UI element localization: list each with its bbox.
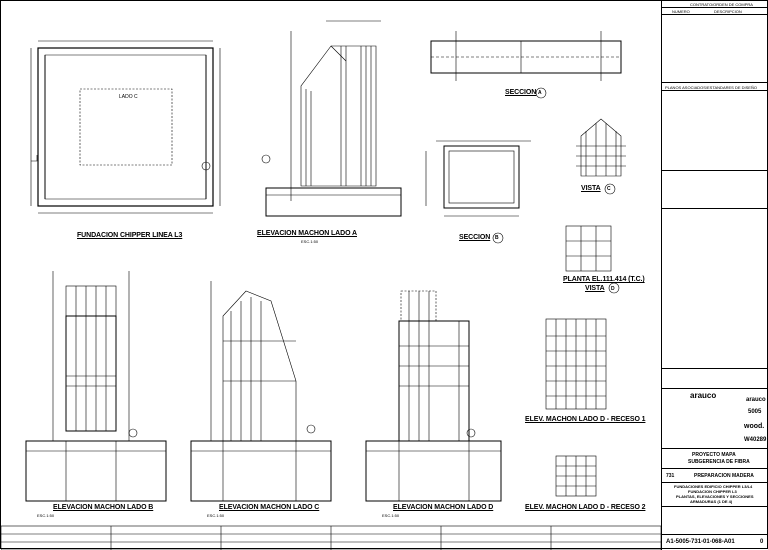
elev-c-scale: ESC.1:50 [207, 513, 225, 518]
elev-a-title: ELEVACION MACHON LADO A [257, 230, 357, 237]
elev-c [190, 281, 332, 502]
elev-d-title: ELEVACION MACHON LADO D [393, 504, 494, 511]
vista-c-drawing [576, 118, 626, 177]
blank-area [662, 209, 768, 369]
title-line-1: FUNDACIONES EDIFICIO CHIPPER L3/L4 [674, 484, 753, 489]
receso-2-drawing [555, 455, 597, 497]
elev-a-scale: ESC.1:50 [301, 239, 319, 244]
signature-table [662, 507, 768, 535]
fundacion-title: FUNDACION CHIPPER LINEA L3 [77, 232, 183, 239]
receso-1-drawing [545, 318, 607, 410]
title-block: CONTRATO/ORDEN DE COMPRA NUMERO DESCRIPC… [661, 1, 768, 550]
title-line-2: FUNDACION CHIPPER L3 [688, 489, 737, 494]
contract-header-row: CONTRATO/ORDEN DE COMPRA [662, 1, 768, 8]
elev-b [25, 271, 167, 502]
planos-header-row: PLANOS ASOCIADOS/ESTANDARES DE DISEÑO [662, 83, 768, 91]
revision-number: 0 [760, 539, 764, 545]
receso-2-title: ELEV. MACHON LADO D - RECESO 2 [525, 504, 646, 511]
doc-number: W40289 [744, 437, 767, 443]
drawing-title-box: FUNDACIONES EDIFICIO CHIPPER L3/L4 FUNDA… [662, 483, 768, 507]
area-name: PREPARACION MADERA [694, 473, 754, 479]
drawing-canvas [1, 20, 661, 550]
company-logo: arauco [690, 391, 717, 400]
project-box: PROYECTO MAPA SUBGERENCIA DE FIBRA [662, 449, 768, 469]
contract-header: CONTRATO/ORDEN DE COMPRA [690, 2, 753, 7]
planta-drawing [565, 225, 612, 272]
vista-d-mark: D [611, 286, 615, 292]
seccion-b-title: SECCION [459, 234, 491, 241]
drawing-number-box: A1-5005-731-01-068-A01 0 [662, 535, 768, 550]
company-logo-small: arauco [746, 397, 766, 403]
fundacion-plan [30, 40, 221, 214]
vista-d-title: VISTA [585, 285, 605, 292]
seccion-b-mark: B [495, 235, 499, 241]
elev-d-scale: ESC.1:50 [382, 513, 400, 518]
elev-a [261, 20, 402, 217]
col-numero: NUMERO [672, 9, 690, 14]
elev-b-title: ELEVACION MACHON LADO B [53, 504, 154, 511]
area-box: 731 PREPARACION MADERA [662, 469, 768, 483]
revision-table [662, 369, 768, 389]
drawing-number: A1-5005-731-01-068-A01 [666, 539, 735, 545]
seccion-a-title: SECCION [505, 89, 537, 96]
col-descripcion: DESCRIPCION [714, 9, 742, 14]
elev-d [365, 290, 502, 502]
elev-c-title: ELEVACION MACHON LADO C [219, 504, 320, 511]
vista-c-mark: C [607, 186, 611, 192]
title-line-4: ARMADURAS (1 DE 4) [690, 499, 733, 504]
revision-strip [1, 525, 661, 550]
seccion-b-drawing [425, 140, 531, 217]
contract-cols-row: NUMERO DESCRIPCION [662, 8, 768, 15]
area-number: 731 [666, 473, 675, 479]
vista-c-title: VISTA [581, 185, 601, 192]
seccion-a-mark: A [538, 90, 542, 96]
subgerencia: SUBGERENCIA DE FIBRA [688, 459, 750, 465]
title-line-3: PLANTAS, ELEVACIONES Y SECCIONES [676, 494, 754, 499]
contract-body [662, 15, 768, 83]
elev-b-scale: ESC.1:50 [37, 513, 55, 518]
notes-box [662, 171, 768, 209]
seccion-a-drawing [430, 31, 622, 81]
planos-body [662, 91, 768, 171]
project-code: 5005 [748, 409, 762, 415]
wood-logo: wood. [744, 423, 765, 430]
receso-1-title: ELEV. MACHON LADO D - RECESO 1 [525, 416, 646, 423]
project-name: PROYECTO MAPA [692, 452, 736, 458]
company-box: arauco arauco 5005 wood. W40289 [662, 389, 768, 449]
fundacion-side-label: LADO C [119, 94, 138, 100]
planta-title: PLANTA EL.111.414 (T.C.) [563, 276, 645, 283]
planos-header: PLANOS ASOCIADOS/ESTANDARES DE DISEÑO [665, 85, 757, 90]
